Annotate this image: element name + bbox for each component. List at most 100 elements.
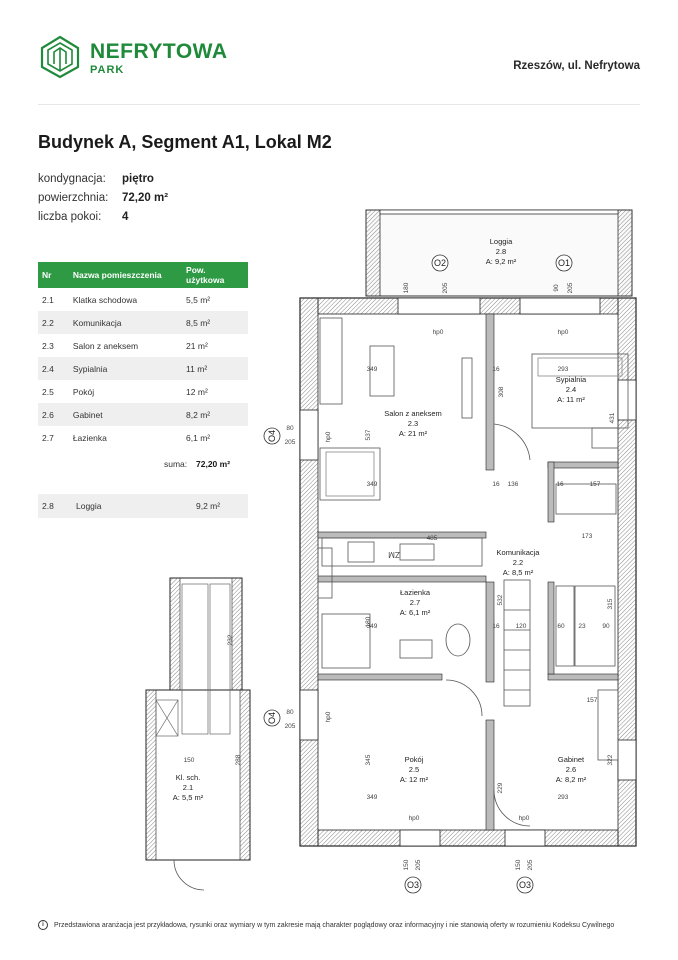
unit-title: Budynek A, Segment A1, Lokal M2 <box>38 132 332 152</box>
window-tag-marker <box>431 254 449 272</box>
room-label-name: Łazienka <box>400 588 431 597</box>
dim-label: ZM <box>388 550 400 559</box>
room-label-nr: 2.4 <box>566 385 576 394</box>
room-label-area: A: 21 m² <box>399 429 428 438</box>
room-area: 21 m² <box>186 340 208 351</box>
property-row: kondygnacja: piętro <box>38 170 168 189</box>
property-value: piętro <box>122 173 154 185</box>
room-name: Gabinet <box>68 403 183 426</box>
sum-label: suma: <box>164 459 188 469</box>
room-label-area: A: 11 m² <box>557 395 585 404</box>
dim-label: 205 <box>567 282 574 293</box>
dim-label: 229 <box>497 782 504 793</box>
room-label-name: Sypialnia <box>556 375 587 384</box>
property-label: liczba pokoi: <box>38 211 102 223</box>
dim-label: 485 <box>427 535 438 542</box>
dim-label: 349 <box>367 794 378 801</box>
window-tag-o3: O3 <box>407 880 419 890</box>
room-area: 11 m² <box>182 357 248 380</box>
dim-label: 150 <box>515 859 522 870</box>
loggia-area <box>365 209 633 297</box>
dim-label: hp0 <box>325 431 332 442</box>
area-sum: suma: 72,20 m² <box>38 456 248 474</box>
table-row: 2.6 Gabinet 8,2 m² <box>38 403 248 426</box>
room-area: 5,5 m² <box>186 294 211 305</box>
stairwell <box>145 577 251 891</box>
room-label-name: Komunikacja <box>497 548 541 557</box>
window-tag-marker <box>263 709 281 727</box>
disclaimer-text: Przedstawiona aranżacja jest przykładowa… <box>54 921 615 929</box>
room-name: Pokój <box>72 386 95 397</box>
dim-label: 349 <box>367 481 378 488</box>
dim-label: 136 <box>508 481 519 488</box>
apartment-walls <box>299 297 637 847</box>
dim-label: 232 <box>227 634 234 645</box>
room-name: Komunikacja <box>68 311 183 334</box>
dim-label: 90 <box>553 284 560 292</box>
room-label-nr: 2.6 <box>566 765 576 774</box>
dim-label: 205 <box>442 282 449 293</box>
window-tag-o1: O1 <box>558 258 570 268</box>
room-area: 8,2 m² <box>182 403 248 426</box>
room-label-nr: 2.3 <box>408 419 418 428</box>
dim-label: 431 <box>609 412 616 423</box>
window-tag-o2: O2 <box>434 258 446 268</box>
room-label-area: A: 8,5 m² <box>503 568 534 577</box>
room-nr: 2.3 <box>42 340 54 351</box>
room-label-nr: 2.8 <box>496 247 506 256</box>
dim-label: 293 <box>558 366 569 373</box>
room-label-nr: 2.2 <box>513 558 523 567</box>
dim-label: 288 <box>235 754 242 765</box>
window-tag-o3: O3 <box>519 880 531 890</box>
dim-label: hp0 <box>558 329 569 336</box>
window-tags: O2 O1 O4 O4 O3 O3 <box>263 254 573 894</box>
room-nr: 2.5 <box>42 386 54 397</box>
furniture <box>317 317 629 827</box>
room-name: Łazienka <box>72 432 107 443</box>
table-row: 2.7 Łazienka 6,1 m² <box>38 426 248 449</box>
window-tag-o4: O4 <box>267 712 277 724</box>
address: Rzeszów, ul. Nefrytowa <box>513 60 640 72</box>
dim-label: 120 <box>516 623 527 630</box>
brand-name: NEFRYTOWA <box>90 40 228 63</box>
room-label-area: A: 9,2 m² <box>486 257 517 266</box>
room-label-name: Kl. sch. <box>176 773 201 782</box>
window-tag-marker <box>555 254 573 272</box>
property-value: 72,20 m² <box>122 192 169 204</box>
room-label-area: A: 8,2 m² <box>556 775 587 784</box>
dim-label: hp0 <box>409 815 420 822</box>
room-label-nr: 2.7 <box>410 598 420 607</box>
property-row: liczba pokoi: 4 <box>38 208 168 227</box>
room-area: 9,2 m² <box>196 501 221 511</box>
dim-label: 180 <box>403 282 410 293</box>
dim-label: 16 <box>556 481 564 488</box>
room-area: 12 m² <box>186 386 208 397</box>
dim-label: 308 <box>498 386 505 397</box>
window-tag-marker <box>263 427 281 445</box>
room-label-name: Loggia <box>490 237 513 246</box>
property-label: powierzchnia: <box>38 192 109 204</box>
dim-label: 345 <box>365 754 372 765</box>
room-nr: 2.7 <box>42 432 54 443</box>
dim-label: 16 <box>492 366 500 373</box>
room-name: Salon z aneksem <box>72 340 139 351</box>
dim-label: 150 <box>184 757 195 764</box>
dim-label: 90 <box>602 623 610 630</box>
room-label-nr: 2.1 <box>183 783 193 792</box>
dim-label: 173 <box>582 533 593 540</box>
dim-label: 16 <box>492 481 500 488</box>
dim-label: 205 <box>527 859 534 870</box>
dimension-labels: 349 349 349 349 293 293 136 157 157 485 … <box>184 282 616 870</box>
dim-label: 60 <box>557 623 565 630</box>
window-tag-marker <box>404 876 422 894</box>
dim-label: 157 <box>590 481 601 488</box>
room-name: Klatka schodowa <box>72 294 138 305</box>
sum-value: 72,20 m² <box>196 459 231 469</box>
room-label-nr: 2.5 <box>409 765 419 774</box>
room-name: Sypialnia <box>68 357 183 380</box>
table-row: 2.2 Komunikacja 8,5 m² <box>38 311 248 334</box>
dim-label: 205 <box>285 439 296 446</box>
dim-label: 205 <box>415 859 422 870</box>
dim-label: 16 <box>492 623 500 630</box>
column-header-nr: Nr <box>38 262 69 288</box>
